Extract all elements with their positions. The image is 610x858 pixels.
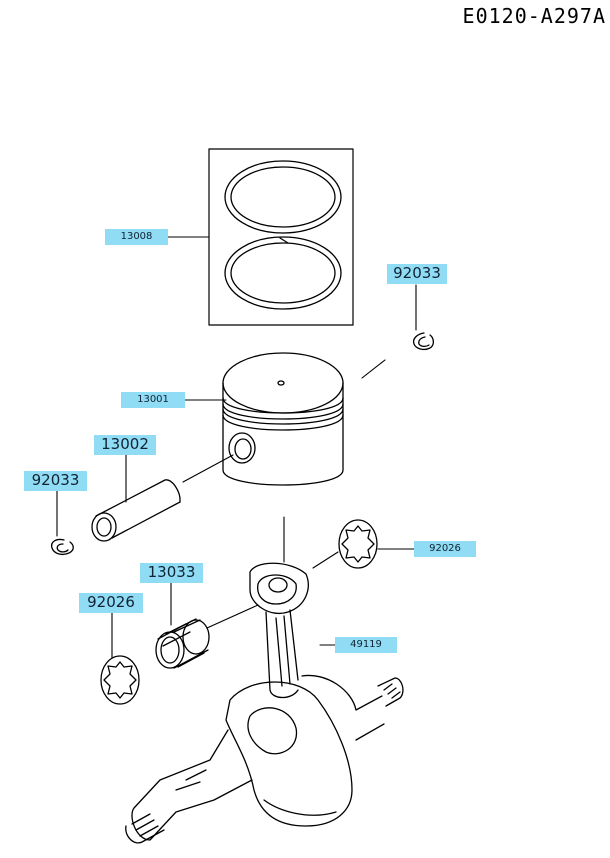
crankshaft — [125, 674, 404, 844]
diagram-code: E0120-A297A — [462, 4, 606, 28]
washer-right — [338, 519, 378, 569]
callout-circlip-right[interactable]: 92033 — [387, 264, 447, 284]
piston-pin — [91, 479, 181, 542]
callout-piston-pin[interactable]: 13002 — [94, 435, 156, 455]
callout-washer-right[interactable]: 92026 — [414, 541, 476, 557]
circlip-left — [50, 538, 74, 555]
callout-piston[interactable]: 13001 — [121, 392, 185, 408]
callout-washer-left[interactable]: 92026 — [79, 593, 143, 613]
leader-lines — [56, 236, 417, 659]
connecting-rod — [249, 562, 309, 699]
piston — [222, 352, 344, 486]
callout-circlip-left[interactable]: 92033 — [24, 471, 87, 491]
callout-connecting-rod[interactable]: 49119 — [335, 637, 397, 653]
piston-ring-set — [208, 148, 354, 326]
circlip-right — [412, 332, 435, 351]
callout-needle-bearing[interactable]: 13033 — [140, 563, 203, 583]
needle-bearing — [155, 618, 210, 669]
callout-piston-ring-set[interactable]: 13008 — [105, 229, 168, 245]
washer-left — [100, 655, 140, 705]
